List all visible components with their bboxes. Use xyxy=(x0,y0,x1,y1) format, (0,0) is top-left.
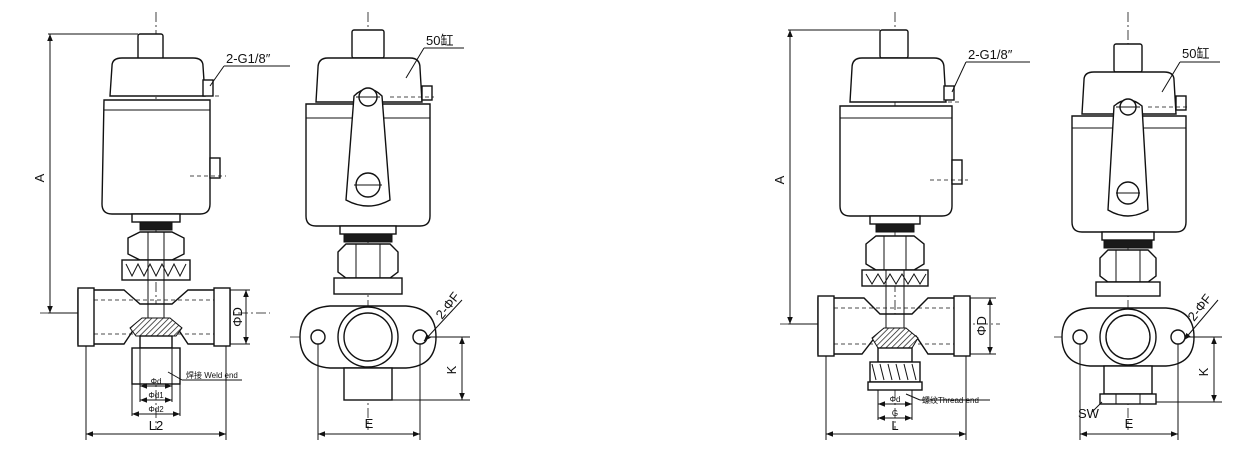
port-boss xyxy=(421,85,433,101)
spigot xyxy=(139,335,173,349)
thread-end-right xyxy=(953,295,971,357)
valve-disc xyxy=(129,317,183,337)
neck xyxy=(339,225,397,235)
neck xyxy=(869,215,921,225)
dimension-e-label: E xyxy=(365,416,374,431)
weld-end-right xyxy=(213,287,231,347)
hex-fitting xyxy=(1099,393,1157,405)
outlet-tube xyxy=(343,367,393,401)
seal-ring xyxy=(875,223,915,233)
stem-cap xyxy=(351,29,385,59)
sw-label: SW xyxy=(1078,406,1100,421)
dimension-e-label: E xyxy=(1125,416,1134,431)
actuator-boss xyxy=(209,157,221,179)
outlet-tube xyxy=(1103,365,1153,395)
stem-cap xyxy=(1113,43,1143,73)
neck xyxy=(1101,231,1155,241)
thread-ring xyxy=(867,381,923,391)
port-label: 2-G1/8″ xyxy=(968,47,1013,62)
flange-hole-right xyxy=(412,329,428,345)
seal-ring xyxy=(139,221,173,231)
bore-inner xyxy=(1105,314,1151,360)
flange-hole-right xyxy=(1170,329,1186,345)
spigot xyxy=(877,347,913,363)
port-boss xyxy=(202,79,214,97)
seal-ring xyxy=(343,233,393,243)
hex-nut xyxy=(127,231,185,261)
dimension-small-d-label: Φd xyxy=(151,377,162,386)
dimension-a-label: A xyxy=(772,175,787,184)
dimension-k-label: K xyxy=(444,365,459,374)
actuator-body xyxy=(839,105,953,217)
hex-nut xyxy=(1099,249,1157,283)
weld-end-left xyxy=(77,287,95,347)
bonnet xyxy=(333,277,403,295)
dimension-d1-label: Φd1 xyxy=(148,391,164,400)
port-label: 2-G1/8″ xyxy=(226,51,271,66)
dimension-g-label: G xyxy=(892,409,898,418)
dimension-l2-label: L2 xyxy=(149,418,163,433)
actuator-cap xyxy=(1081,71,1177,115)
thread-end-left xyxy=(817,295,835,357)
neck xyxy=(131,213,181,223)
port-boss xyxy=(1175,95,1187,111)
thread-end-label: 螺纹Thread end xyxy=(922,395,979,405)
cylinder-label: 50缸 xyxy=(426,33,453,48)
dimension-a-label: A xyxy=(32,173,47,182)
dimension-d-label: ΦD xyxy=(974,316,989,336)
cylinder-label: 50缸 xyxy=(1182,46,1209,61)
weld-side-view: 50缸 2-ΦF K E xyxy=(290,12,470,440)
actuator-cap xyxy=(315,57,423,103)
weld-front-view: A 2-G1/8″ ΦD Φd Φd1 Φd2 焊接 Weld end L2 xyxy=(32,12,290,440)
flange-hole-left xyxy=(1072,329,1088,345)
thread-side-view: 50缸 2-ΦF K SW E xyxy=(1054,12,1222,440)
actuator-boss xyxy=(951,159,963,185)
dimension-d-label: ΦD xyxy=(230,307,245,327)
stem-cap xyxy=(879,29,909,59)
dimension-small-d-label: Φd xyxy=(890,395,901,404)
weld-end-label: 焊接 Weld end xyxy=(186,370,238,380)
hex-nut xyxy=(337,243,399,279)
holes-label: 2-ΦF xyxy=(433,289,463,322)
dimension-d2-label: Φd2 xyxy=(148,405,164,414)
dimension-l-label: L xyxy=(891,418,898,433)
actuator-cap xyxy=(109,57,206,97)
port-boss xyxy=(943,85,955,101)
seal-ring xyxy=(1103,239,1153,249)
actuator-cap xyxy=(849,57,947,103)
dimension-k-label: K xyxy=(1196,367,1211,376)
flange-hole-left xyxy=(310,329,326,345)
hex-nut xyxy=(865,235,925,271)
actuator-body xyxy=(101,99,211,215)
bore-inner xyxy=(343,312,393,362)
holes-label: 2-ΦF xyxy=(1185,291,1215,324)
stem-cap xyxy=(137,33,164,61)
bonnet xyxy=(1095,281,1161,297)
thread-front-view: A 2-G1/8″ ΦD Φd G 螺纹Thread end L xyxy=(772,12,1030,440)
